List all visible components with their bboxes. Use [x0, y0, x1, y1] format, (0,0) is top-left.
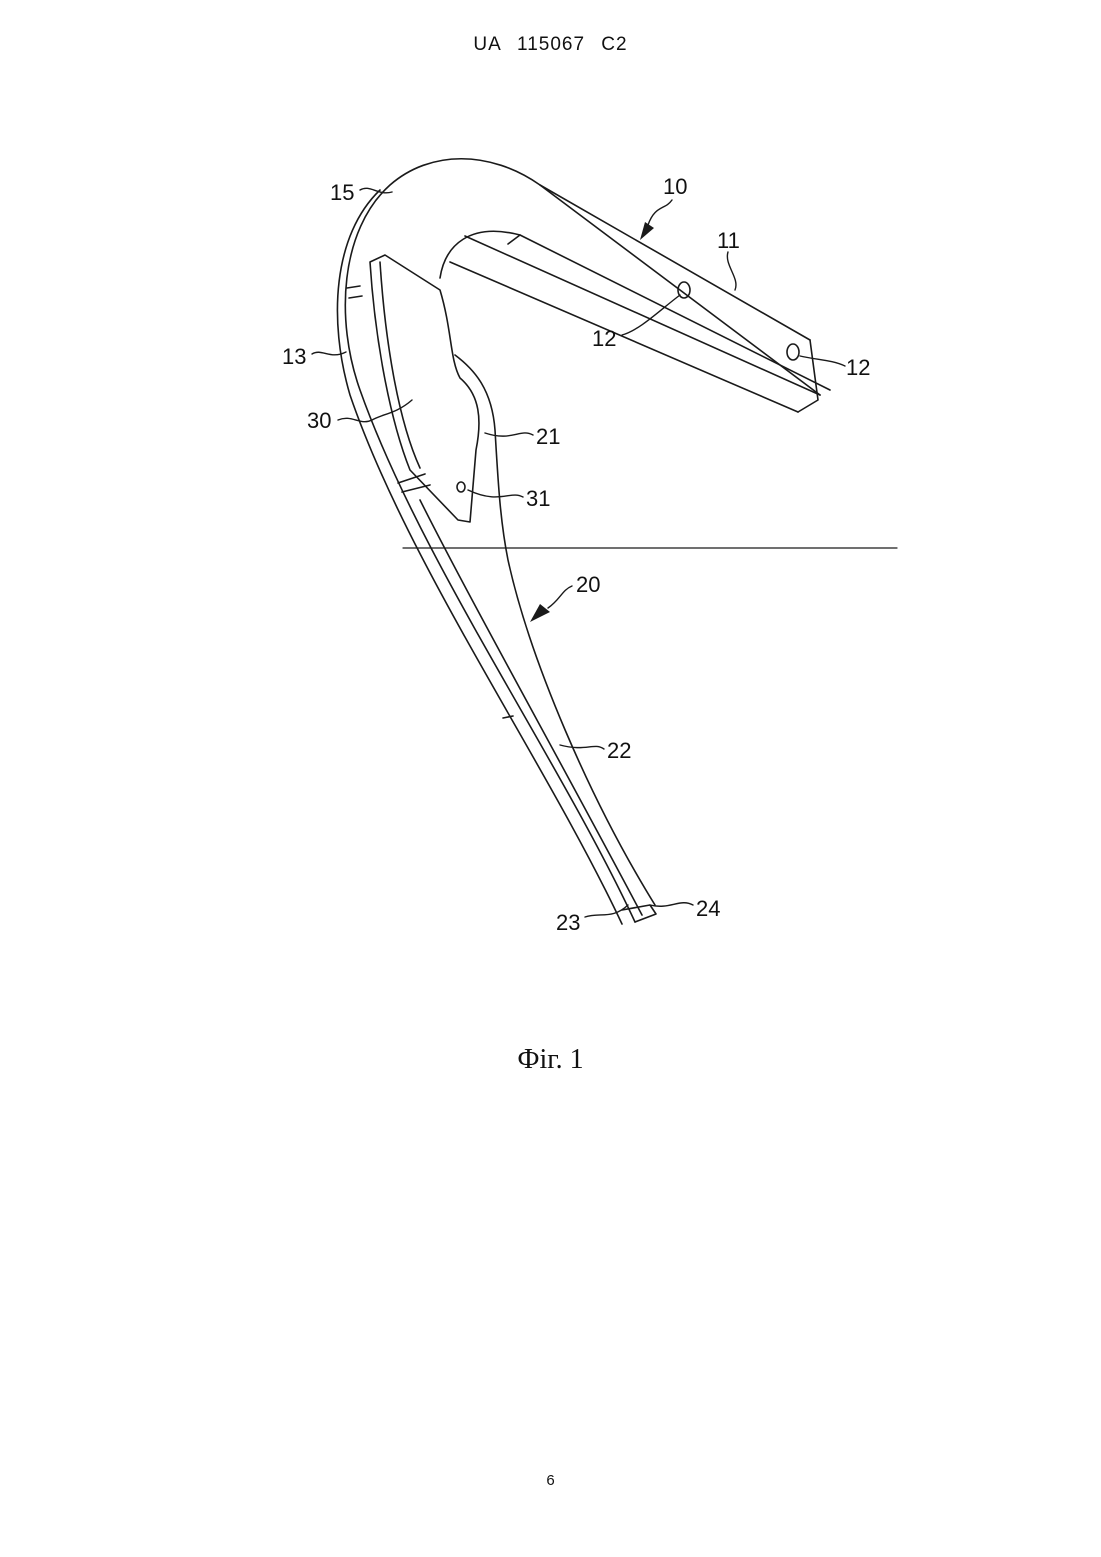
page-number: 6: [0, 1472, 1101, 1489]
label-23: 23: [556, 910, 580, 935]
label-12b: 12: [846, 355, 870, 380]
leader-11: [727, 252, 736, 290]
leader-15: [360, 188, 392, 193]
hook-section-mark-1: [347, 286, 360, 288]
wear-plate-inner-edge: [380, 262, 420, 468]
label-22: 22: [607, 738, 631, 763]
label-12a: 12: [592, 326, 616, 351]
label-15: 15: [330, 180, 354, 205]
arm-top-edge: [540, 185, 810, 340]
leader-10: [648, 200, 672, 225]
label-24: 24: [696, 896, 720, 921]
hook-outer-outline: [345, 159, 820, 922]
wear-plate-step-2: [402, 485, 430, 492]
arrowhead-10: [640, 222, 654, 240]
mounting-hole-2: [787, 344, 799, 360]
leader-31: [468, 490, 523, 497]
hook-inner-outline: [440, 231, 830, 390]
label-30: 30: [307, 408, 331, 433]
leader-20: [548, 586, 572, 608]
leader-22: [560, 745, 604, 749]
leader-12b: [800, 356, 845, 366]
label-11: 11: [717, 228, 740, 253]
arm-bottom-edge: [450, 262, 798, 412]
label-20: 20: [576, 572, 600, 597]
arrowhead-20: [530, 604, 550, 622]
arm-joint-mark: [508, 235, 520, 244]
leader-21: [485, 433, 533, 436]
label-13: 13: [282, 344, 306, 369]
shank-lower-inner: [420, 500, 642, 915]
label-10: 10: [663, 174, 687, 199]
label-21: 21: [536, 424, 560, 449]
bolt-hole-31: [457, 482, 465, 492]
leader-23: [585, 905, 628, 917]
leader-24: [650, 903, 693, 907]
figure-caption: Фіг. 1: [0, 1044, 1101, 1076]
hook-section-mark-2: [349, 296, 362, 298]
label-31: 31: [526, 486, 550, 511]
tip-end: [622, 905, 656, 922]
